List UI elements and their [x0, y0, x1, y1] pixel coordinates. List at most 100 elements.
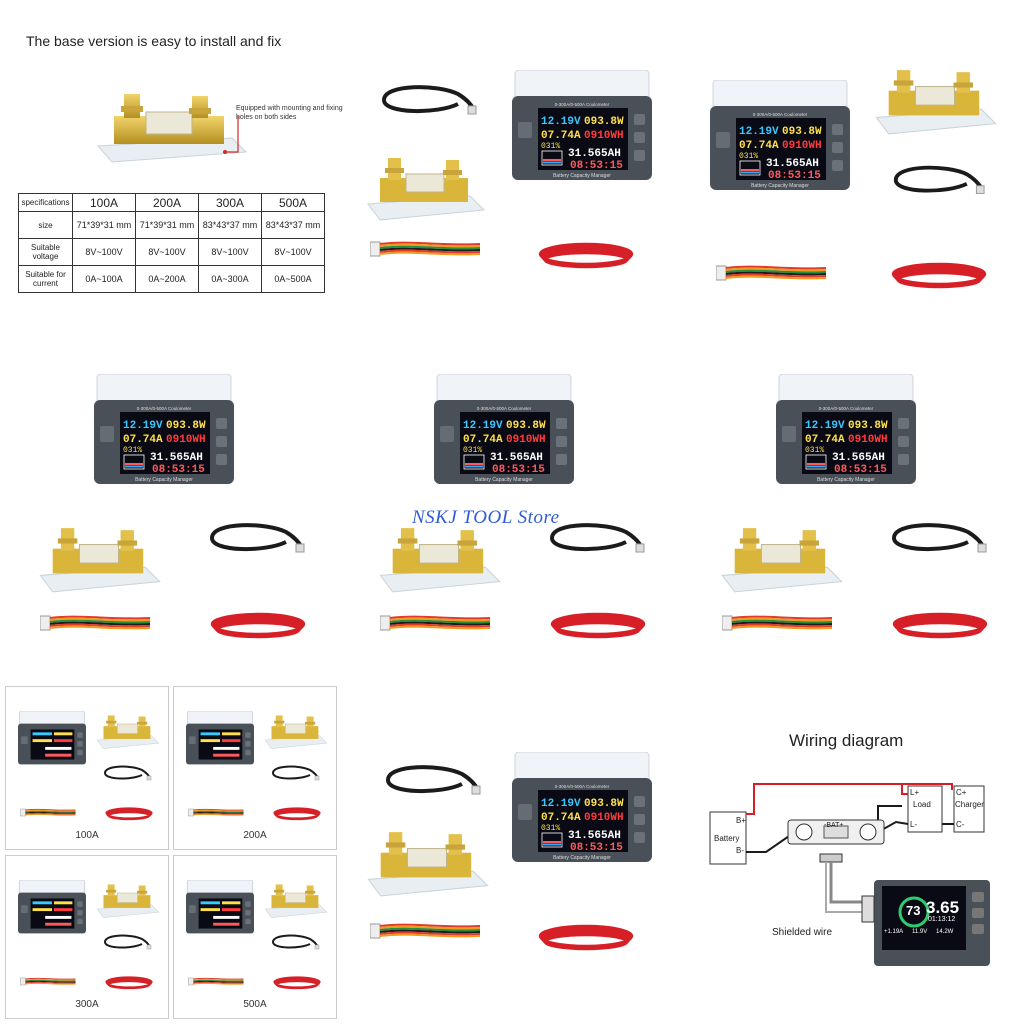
- meter-top-text: 0-300A/0-500A Coulometer: [555, 784, 610, 789]
- spec-row-label: Suitable voltage: [18, 238, 73, 266]
- reading-current: 07.74A: [541, 812, 581, 824]
- variant-label: 300A: [75, 999, 99, 1010]
- meter-key: [832, 124, 843, 135]
- product-shunt: [366, 828, 490, 905]
- reading-percent: 031%: [541, 142, 560, 151]
- callout-pointer: [223, 116, 239, 154]
- spec-cell: 83*43*37 mm: [198, 211, 262, 239]
- meter-key: [245, 918, 251, 925]
- meter-top-text: 0-300A/0-500A Coulometer: [819, 406, 874, 411]
- load-box: [907, 785, 943, 833]
- reading-power: 093.8W: [584, 116, 624, 128]
- meter-cover: [18, 879, 86, 896]
- product-shunt: [720, 524, 844, 601]
- label-bminus: B-: [736, 846, 744, 855]
- meter-bottom-text: Battery Capacity Manager: [751, 183, 809, 189]
- meter-key: [77, 910, 83, 916]
- meter-bottom-text: Battery Capacity Manager: [135, 477, 193, 483]
- meter-key: [245, 910, 251, 916]
- spec-cell: 0A~500A: [261, 265, 325, 293]
- red-cable: [538, 604, 658, 649]
- meter-key: [634, 796, 645, 807]
- variant-thumbnail[interactable]: 100A: [5, 686, 169, 850]
- meter-key: [898, 418, 909, 429]
- black-sensor-wire: [206, 518, 306, 563]
- spec-cell: 71*39*31 mm: [72, 211, 136, 239]
- ribbon-cable: [715, 260, 827, 289]
- label-shielded-wire: Shielded wire: [772, 927, 833, 938]
- meter-cover: [712, 79, 848, 111]
- meter-key: [898, 454, 909, 465]
- variant-thumbnail[interactable]: 300A: [5, 855, 169, 1019]
- meter-key: [634, 832, 645, 843]
- spec-row-label: Suitable for current: [18, 265, 73, 293]
- shunt-center-block: [145, 111, 193, 135]
- variant-thumbnail[interactable]: 500A: [173, 855, 337, 1019]
- meter-key: [634, 132, 645, 143]
- battery-box: [709, 811, 747, 865]
- meter-key: [245, 749, 251, 756]
- reading-voltage: 12.19V: [805, 420, 845, 432]
- spec-header: 100A: [72, 193, 136, 212]
- black-sensor-wire: [888, 518, 988, 563]
- meter-top-text: 0-300A/0-500A Coulometer: [477, 406, 532, 411]
- ribbon-cable: [379, 610, 491, 639]
- meter-bottom-text: Battery Capacity Manager: [817, 477, 875, 483]
- reading-capacity: 31.565AH: [568, 830, 621, 842]
- reading-time: 08:53:15: [834, 464, 887, 476]
- label-cplus: C+: [956, 788, 967, 797]
- meter-key: [77, 741, 83, 747]
- meter-bottom-text: Battery Capacity Manager: [553, 173, 611, 179]
- black-sensor-wire: [890, 160, 986, 205]
- meter-key: [634, 814, 645, 825]
- label-bat: -BAT+: [824, 822, 844, 829]
- meter-cover: [778, 373, 914, 405]
- meter-key: [832, 142, 843, 153]
- spec-cell: 0A~200A: [135, 265, 199, 293]
- meter-key: [77, 732, 83, 738]
- reading-time: 08:53:15: [152, 464, 205, 476]
- spec-cell: 71*39*31 mm: [135, 211, 199, 239]
- meter-key: [245, 901, 251, 907]
- wiring-diagram: [709, 783, 990, 966]
- spec-table: specifications 100A 200A 300A 500A size …: [18, 193, 325, 293]
- reading-percent: 031%: [541, 824, 560, 833]
- reading-percent: 031%: [805, 446, 824, 455]
- meter-key: [216, 418, 227, 429]
- store-watermark: NSKJ TOOL Store: [412, 507, 560, 528]
- reading-power: 093.8W: [848, 420, 888, 432]
- meter-cover: [18, 710, 86, 727]
- spec-header: 500A: [261, 193, 325, 212]
- meter-top-text: 0-300A/0-500A Coulometer: [753, 112, 808, 117]
- red-cable: [526, 234, 646, 279]
- meter-cover: [514, 751, 650, 783]
- product-shunt: [874, 66, 998, 143]
- reading-voltage: 12.19V: [739, 126, 779, 138]
- meter-key: [832, 160, 843, 171]
- meter-capacity: 3.65: [926, 898, 960, 917]
- reading-energy: 0910WH: [584, 130, 624, 142]
- variant-thumbnail[interactable]: 200A: [173, 686, 337, 850]
- label-charger: Charger: [955, 800, 984, 809]
- meter-key: [634, 150, 645, 161]
- red-cable: [878, 254, 1000, 299]
- red-cable: [526, 916, 646, 961]
- reading-capacity: 31.565AH: [150, 452, 203, 464]
- meter-key: [245, 741, 251, 747]
- meter-key: [556, 436, 567, 447]
- reading-current: 07.74A: [541, 130, 581, 142]
- terminal-bolt-right: [192, 96, 208, 118]
- meter-key: [77, 918, 83, 925]
- variant-label: 100A: [75, 830, 99, 841]
- spec-header: 200A: [135, 193, 199, 212]
- reading-power: 093.8W: [506, 420, 546, 432]
- callout-text: Equipped with mounting and fixing holes …: [236, 105, 343, 121]
- reading-percent: 031%: [463, 446, 482, 455]
- ribbon-cable: [39, 610, 151, 639]
- reading-time: 08:53:15: [570, 160, 623, 172]
- label-lminus: L-: [910, 820, 918, 829]
- meter-key: [216, 454, 227, 465]
